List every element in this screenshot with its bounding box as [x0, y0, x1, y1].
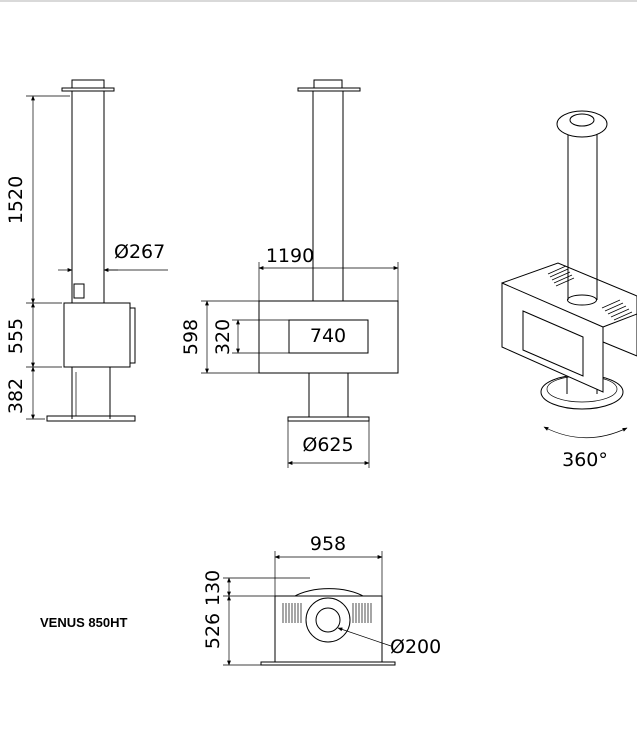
- dim-base-diameter: Ø625: [302, 434, 353, 456]
- dim-total-width: 1190: [266, 245, 314, 267]
- dim-outlet-diameter: Ø200: [390, 636, 441, 658]
- dim-flue-diameter: Ø267: [114, 241, 165, 263]
- top-border: [0, 0, 637, 2]
- dim-glass-width: 740: [310, 325, 346, 347]
- dim-glass-height: 320: [212, 319, 234, 355]
- dim-body-height: 555: [5, 318, 27, 354]
- rotation-label: 360°: [562, 449, 608, 471]
- dim-base-height: 382: [5, 378, 27, 414]
- dim-overall-height: 598: [180, 319, 202, 355]
- dim-top-depth: 526: [202, 613, 224, 649]
- model-name-label: VENUS 850HT: [40, 615, 128, 630]
- top-view: Ø200 958 130 526: [202, 533, 441, 666]
- isometric-view: 360°: [501, 110, 637, 471]
- dim-top-width: 958: [310, 533, 346, 555]
- dim-top-rear-depth: 130: [202, 570, 224, 606]
- side-view: 1520 555 382 Ø267: [5, 79, 168, 422]
- dim-flue-height: 1520: [5, 176, 27, 224]
- front-view: 740 1190 598 320 Ø625: [180, 79, 399, 468]
